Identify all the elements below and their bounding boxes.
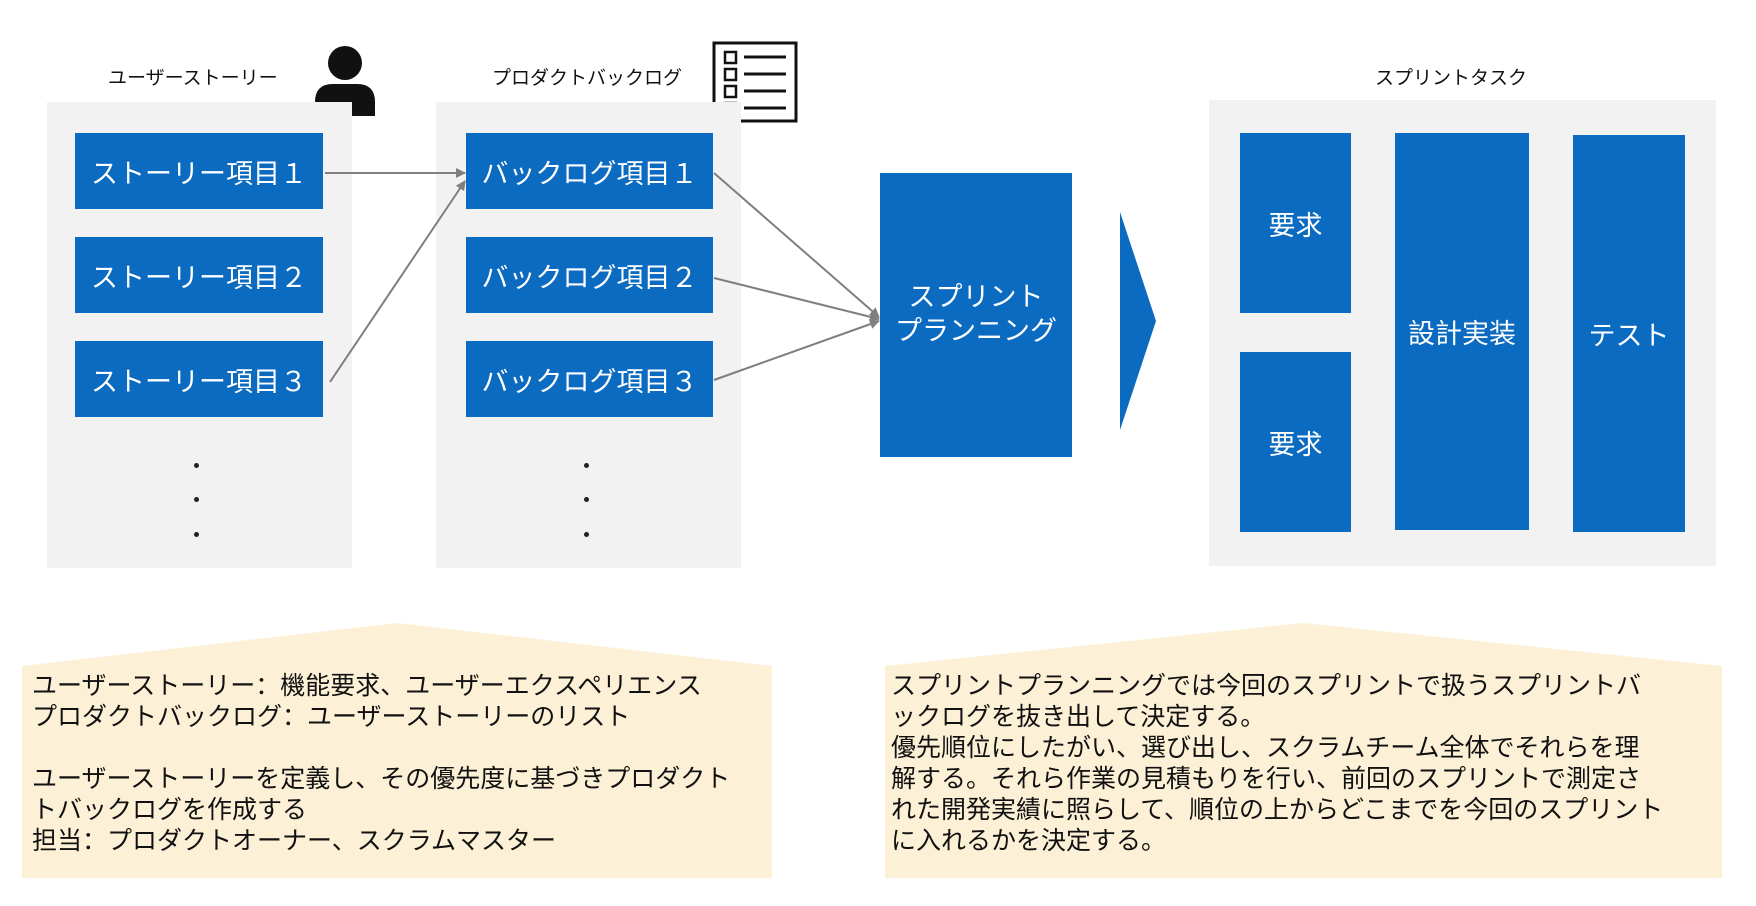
left-note-line5: 担当：プロダクトオーナー、スクラムマスター — [32, 826, 557, 855]
sprint-planning-box: スプリント プランニング — [880, 173, 1072, 457]
arrow-story3-to-backlog1 — [329, 180, 466, 383]
story-item-1: ストーリー項目１ — [75, 133, 323, 209]
backlog-item-3: バックログ項目３ — [466, 341, 713, 417]
product-backlog-title: プロダクトバックログ — [492, 67, 683, 89]
arrow-backlog2-to-planning — [713, 277, 880, 322]
ellipsis-dot — [194, 497, 199, 502]
left-note-line1: ユーザーストーリー：機能要求、ユーザーエクスペリエンス — [32, 671, 702, 700]
story-item-3: ストーリー項目３ — [75, 341, 323, 417]
design-implementation-box: 設計実装 — [1395, 133, 1529, 530]
arrow-backlog1-to-planning — [713, 172, 880, 318]
ellipsis-dot — [194, 532, 199, 537]
right-note-line4: 解する。それら作業の見積もりを行い、前回のスプリントで測定さ — [891, 764, 1642, 793]
story-item-2: ストーリー項目２ — [75, 237, 323, 313]
requirement-box-2: 要求 — [1240, 352, 1351, 532]
ellipsis-dot — [584, 463, 589, 468]
left-note-line2: プロダクトバックログ：ユーザーストーリーのリスト — [32, 702, 631, 731]
chevron-right-icon — [1120, 212, 1156, 430]
right-note-shape — [885, 623, 1722, 878]
right-note-line2: ックログを抜き出して決定する。 — [891, 702, 1266, 731]
user-stories-title: ユーザーストーリー — [108, 67, 278, 89]
right-note-line6: に入れるかを決定する。 — [891, 826, 1167, 855]
left-note-shape — [22, 623, 772, 878]
left-note-line4: トバックログを作成する — [32, 795, 308, 824]
sprint-planning-line2: プランニング — [895, 316, 1057, 347]
ellipsis-dot — [194, 463, 199, 468]
ellipsis-dot — [584, 532, 589, 537]
left-note-line3: ユーザーストーリーを定義し、その優先度に基づきプロダクト — [32, 764, 731, 793]
ellipsis-dot — [584, 497, 589, 502]
arrow-backlog3-to-planning — [713, 319, 880, 381]
requirement-box-1: 要求 — [1240, 133, 1351, 313]
right-note-line5: れた開発実績に照らして、順位の上からどこまでを今回のスプリント — [891, 795, 1664, 824]
backlog-item-1: バックログ項目１ — [466, 133, 713, 209]
right-note-line3: 優先順位にしたがい、選び出し、スクラムチーム全体でそれらを理 — [891, 733, 1640, 762]
sprint-tasks-title: スプリントタスク — [1375, 67, 1528, 89]
sprint-planning-line1: スプリント — [908, 282, 1044, 313]
test-box: テスト — [1573, 135, 1685, 532]
right-note-line1: スプリントプランニングでは今回のスプリントで扱うスプリントバ — [891, 671, 1642, 700]
backlog-item-2: バックログ項目２ — [466, 237, 713, 313]
